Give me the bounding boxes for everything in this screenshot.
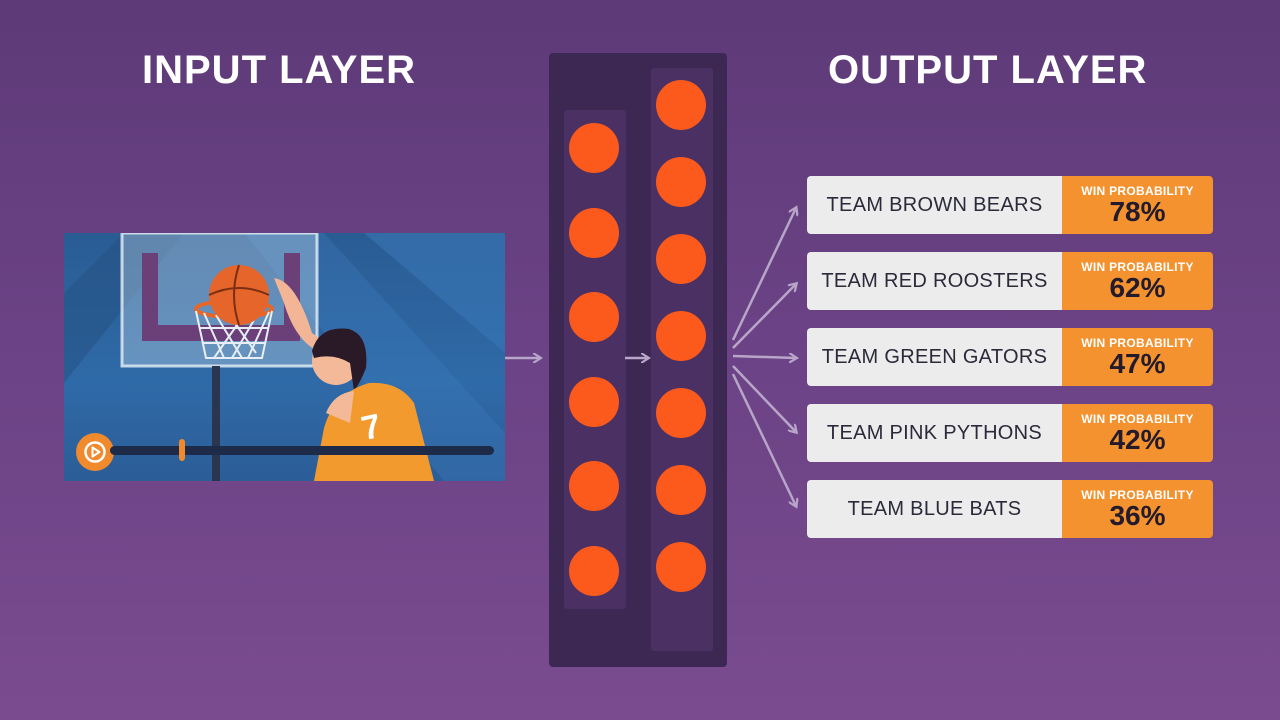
- win-probability-value: 47%: [1109, 348, 1166, 379]
- team-name: TEAM BROWN BEARS: [807, 176, 1062, 234]
- layer-1-node: [569, 207, 619, 258]
- layer-2-node: [656, 157, 706, 207]
- basketball: [209, 265, 269, 325]
- player-hair: [312, 328, 367, 391]
- win-probability-value: 42%: [1109, 424, 1166, 455]
- output-arrow-3: [732, 356, 796, 358]
- win-probability-value: 78%: [1109, 196, 1166, 227]
- hidden-layer-1: [564, 110, 626, 609]
- team-name: TEAM GREEN GATORS: [807, 328, 1062, 386]
- output-arrow-5: [731, 373, 796, 506]
- layer-1-node: [569, 545, 619, 596]
- input-layer-title: INPUT LAYER: [142, 48, 417, 92]
- win-probability-label: WIN PROBABILITY: [1081, 412, 1194, 426]
- win-probability-label: WIN PROBABILITY: [1081, 260, 1194, 274]
- layer-2-node: [656, 311, 706, 361]
- layer-2-node: [656, 80, 706, 130]
- progress-handle[interactable]: [179, 439, 185, 461]
- layer-1-node: [569, 123, 619, 173]
- layer-1-node: [569, 292, 619, 342]
- output-arrow-4: [732, 365, 796, 432]
- team-name: TEAM PINK PYTHONS: [807, 404, 1062, 462]
- progress-track[interactable]: [110, 446, 494, 455]
- hoop-pole: [212, 366, 220, 481]
- basketball-illustration: 7: [64, 233, 505, 481]
- win-probability-label: WIN PROBABILITY: [1081, 336, 1194, 350]
- team-name: TEAM RED ROOSTERS: [807, 252, 1062, 310]
- layer-2-node: [656, 465, 706, 515]
- layer-1-node: [569, 461, 619, 511]
- play-button[interactable]: [76, 433, 114, 471]
- win-probability-value: 36%: [1109, 500, 1166, 531]
- video-player[interactable]: 7: [64, 233, 505, 481]
- layer-1-node: [569, 376, 619, 427]
- win-probability-value: 62%: [1109, 272, 1166, 303]
- team-name: TEAM BLUE BATS: [807, 480, 1062, 538]
- play-icon: [84, 441, 106, 463]
- win-probability-label: WIN PROBABILITY: [1081, 488, 1194, 502]
- output-layer-title: OUTPUT LAYER: [828, 48, 1148, 92]
- layer-2-node: [656, 234, 706, 284]
- win-probability-label: WIN PROBABILITY: [1081, 184, 1194, 198]
- output-arrow-1: [731, 208, 796, 341]
- layer-2-node: [656, 542, 706, 592]
- output-arrow-2: [732, 284, 796, 349]
- layer-2-node: [656, 388, 706, 438]
